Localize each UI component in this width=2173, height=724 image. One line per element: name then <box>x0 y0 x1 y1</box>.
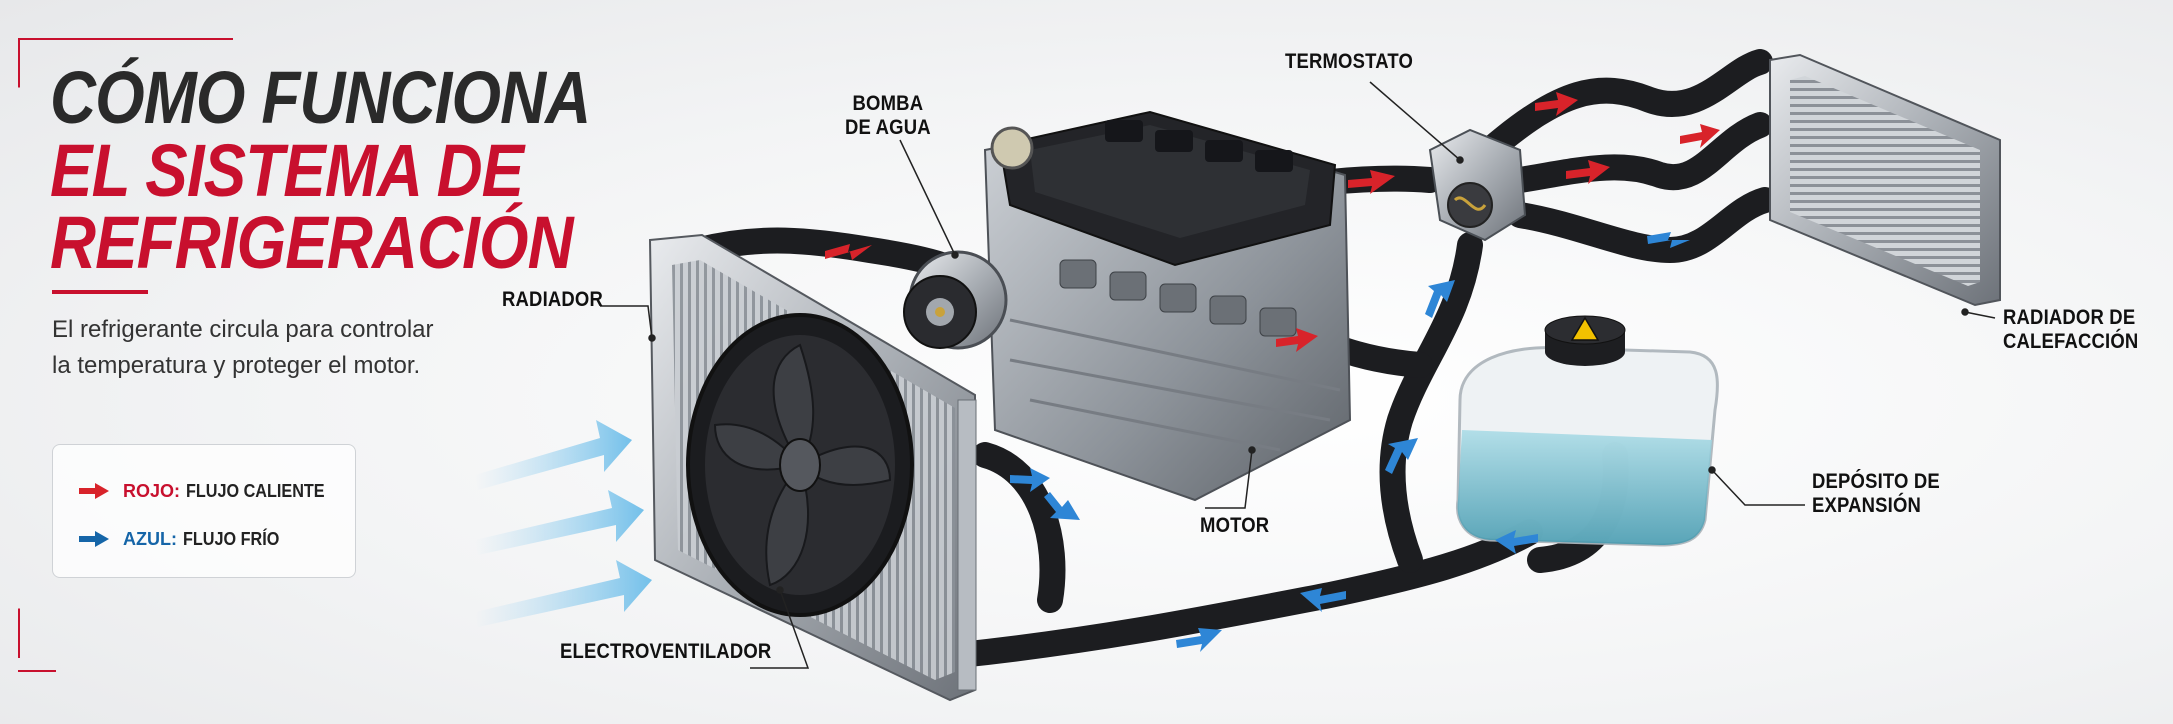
airflow-arrows <box>475 420 652 627</box>
title-line-3: REFRIGERACIÓN <box>50 201 574 285</box>
cooling-fan-icon <box>686 313 914 617</box>
frame-corner-top <box>18 38 233 40</box>
legend-item-cold: AZUL: FLUJO FRÍO <box>79 524 290 554</box>
page-title: CÓMO FUNCIONA EL SISTEMA DE REFRIGERACIÓ… <box>50 56 591 285</box>
hose-lower-radiator <box>947 519 1543 668</box>
airflow-arrow-icon <box>475 560 652 627</box>
legend-hot-key: ROJO: <box>123 480 181 501</box>
subtitle-line-1: El refrigerante circula para controlar <box>52 316 434 343</box>
callout-electric-fan: ELECTROVENTILADOR <box>560 640 772 663</box>
callout-water-pump: BOMBA DE AGUA <box>845 92 931 140</box>
callout-heater-core-line-2: CALEFACCIÓN <box>2003 330 2139 353</box>
cold-flow-arrow-icon <box>1647 232 1690 248</box>
heater-core <box>1769 53 2001 307</box>
hose-heater-2 <box>1507 112 1773 193</box>
airflow-arrow-icon <box>475 490 644 555</box>
callout-heater-core: RADIADOR DE CALEFACCIÓN <box>2003 306 2138 354</box>
cold-flow-arrow-icon <box>1044 492 1080 520</box>
hose-radiator-pump <box>972 442 1066 613</box>
frame-corner-left <box>18 38 20 658</box>
callout-water-pump-line-2: DE AGUA <box>845 116 931 139</box>
callout-thermostat: TERMOSTATO <box>1285 50 1414 73</box>
title-line-2: EL SISTEMA DE <box>50 128 524 212</box>
thermostat <box>1428 128 1527 242</box>
callout-heater-core-line-1: RADIADOR DE <box>2003 306 2136 329</box>
hot-flow-arrow-icon <box>1535 92 1578 116</box>
legend-item-hot: ROJO: FLUJO CALIENTE <box>79 476 340 506</box>
hose-heater-3 <box>1507 187 1778 264</box>
cold-flow-arrow-icon <box>1176 628 1222 652</box>
water-pump <box>903 250 1008 350</box>
engine <box>983 110 1352 502</box>
legend-cold-key: AZUL: <box>123 528 177 549</box>
callout-radiator: RADIADOR <box>502 288 603 311</box>
hot-flow-arrows <box>825 92 1720 352</box>
legend-hot-label: FLUJO CALIENTE <box>186 480 325 501</box>
subtitle: El refrigerante circula para controlar l… <box>52 312 472 384</box>
hot-flow-arrow-icon <box>1566 160 1610 184</box>
expansion-tank <box>1455 315 1719 547</box>
legend-cold-label: FLUJO FRÍO <box>182 528 280 549</box>
hose-heater-1 <box>1477 49 1773 163</box>
hose-thermostat-down <box>1379 232 1483 573</box>
callout-expansion-tank-line-1: DEPÓSITO DE <box>1812 470 1940 493</box>
cold-flow-arrow-icon <box>1010 468 1050 492</box>
cold-flow-arrow-icon <box>1300 588 1346 612</box>
callout-water-pump-line-1: BOMBA <box>852 92 924 115</box>
cold-flow-arrow-icon <box>1385 438 1418 474</box>
cold-flow-arrow-icon <box>1425 280 1455 318</box>
warning-cap-icon <box>1544 315 1626 366</box>
hot-flow-arrow-icon <box>1348 170 1395 194</box>
hot-flow-arrow-icon <box>79 483 109 499</box>
hot-flow-arrow-icon <box>1680 124 1720 148</box>
airflow-arrow-icon <box>475 420 632 490</box>
callout-expansion-tank: DEPÓSITO DE EXPANSIÓN <box>1812 470 1940 518</box>
cold-flow-arrow-icon <box>1495 530 1538 554</box>
callout-engine: MOTOR <box>1200 514 1270 537</box>
title-underline <box>52 290 148 294</box>
hot-flow-arrow-icon <box>1276 328 1318 352</box>
cold-flow-arrow-icon <box>79 531 109 547</box>
subtitle-line-2: la temperatura y proteger el motor. <box>52 352 421 379</box>
title-line-1: CÓMO FUNCIONA <box>50 56 591 139</box>
cold-flow-arrows <box>1010 232 1690 652</box>
callout-leaders <box>600 81 1996 669</box>
legend-box: ROJO: FLUJO CALIENTE AZUL: FLUJO FRÍO <box>52 444 356 578</box>
hot-flow-arrow-icon <box>825 244 872 260</box>
callout-expansion-tank-line-2: EXPANSIÓN <box>1812 494 1922 517</box>
frame-corner-bottom <box>18 670 56 672</box>
